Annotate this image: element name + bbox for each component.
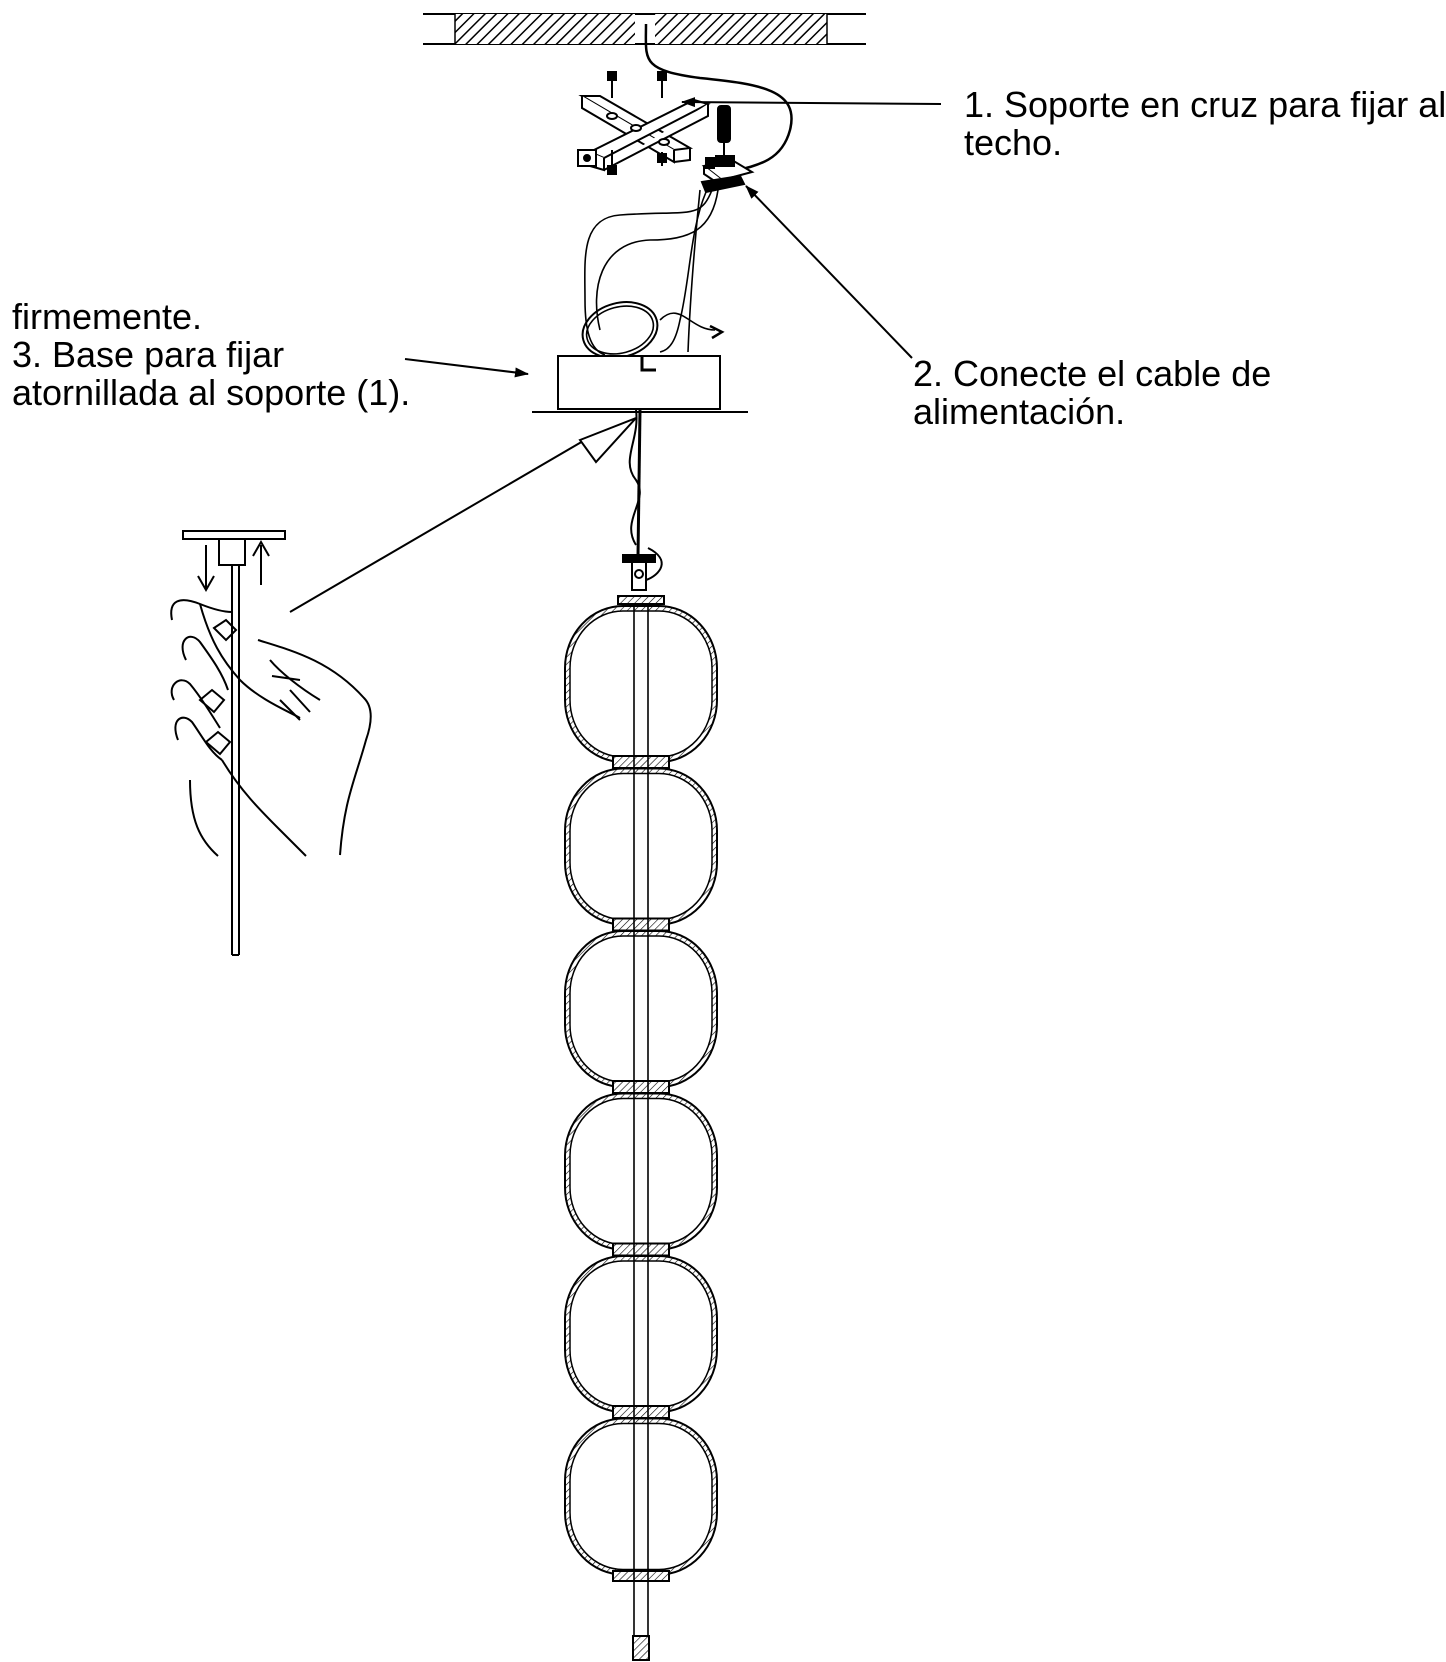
globe-6-inner (569, 1422, 713, 1571)
callout-step-2-line-2: alimentación. (913, 391, 1126, 432)
callout-step-3-line-1: firmemente. (12, 296, 203, 337)
detail-pointer-arrow (289, 417, 637, 613)
pendant-hook (617, 554, 665, 605)
globe-collar-3 (612, 1080, 670, 1094)
globe-3-inner (569, 935, 713, 1083)
globe-collar-4 (612, 1242, 670, 1257)
globe-bottom-cap (612, 1570, 670, 1582)
internal-wires (581, 189, 725, 359)
globe-collar-1 (612, 755, 670, 769)
globe-collar-5 (612, 1405, 670, 1419)
cross-bracket (577, 71, 711, 175)
callout-step-3-line-3: atornillada al soporte (1). (12, 372, 411, 413)
canopy-base (532, 355, 748, 413)
terminal-block (700, 105, 755, 194)
callout-step-2: 2. Conecte el cable de alimentación. (913, 355, 1271, 431)
globe-5-inner (569, 1260, 713, 1408)
callout-step-1-line-1: 1. Soporte en cruz para fijar al (964, 84, 1446, 125)
callout-step-3: firmemente. 3. Base para fijar atornilla… (12, 298, 410, 412)
callout-step-1-line-2: techo. (964, 122, 1063, 163)
ceiling (423, 13, 866, 45)
globe-1-inner (569, 610, 713, 758)
globe-4-inner (569, 1097, 713, 1246)
power-cable (644, 23, 793, 174)
callout-arrows (404, 97, 942, 378)
callout-step-3-line-2: 3. Base para fijar (12, 334, 285, 375)
hand-adjusting-cable (170, 530, 372, 956)
suspension-cable (628, 409, 641, 546)
globe-2-inner (569, 772, 713, 921)
central-rod (633, 604, 649, 1636)
globe-collar-2 (612, 917, 670, 932)
glass-globes (564, 605, 718, 1582)
callout-step-1: 1. Soporte en cruz para fijar al techo. (964, 86, 1446, 162)
callout-step-2-line-1: 2. Conecte el cable de (913, 353, 1272, 394)
bottom-finial (632, 1635, 650, 1661)
